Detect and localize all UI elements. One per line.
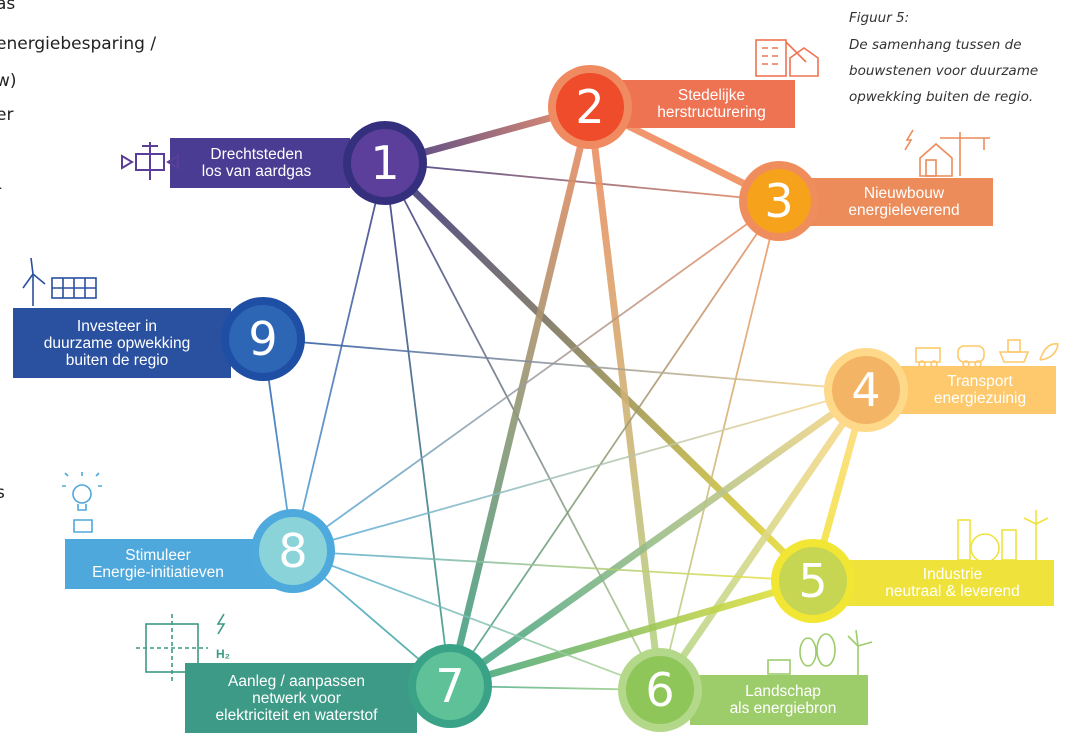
house-crane-icon — [904, 129, 990, 177]
label-box-6 — [690, 675, 868, 725]
figure-caption-line: opwekking buiten de regio. — [849, 89, 1034, 105]
connection-line-5-8 — [292, 550, 814, 582]
gas-valve-icon — [121, 142, 179, 180]
label-box-7 — [185, 663, 417, 733]
label-box-1 — [170, 138, 350, 188]
node-number-5: 5 — [798, 554, 828, 608]
node-number-8: 8 — [278, 524, 308, 578]
connection-line-1-8 — [292, 162, 386, 552]
connection-line-2-7 — [446, 103, 594, 690]
hydrogen-label: H₂ — [216, 647, 230, 661]
node-label-line: Drechtsteden — [210, 146, 303, 163]
node-label-line: Nieuwbouw — [863, 185, 945, 202]
grid-hydrogen-icon — [136, 613, 226, 682]
cut-off-body-text-line: w) — [0, 71, 17, 91]
node-number-4: 4 — [851, 363, 881, 417]
node-number-6: 6 — [645, 663, 675, 717]
windmill-solar-icon — [22, 257, 97, 306]
node-circle-1 — [351, 129, 419, 197]
label-box-5 — [844, 560, 1054, 606]
building-renovation-icon — [755, 39, 819, 77]
cut-off-body-text-line: energiebesparing / — [0, 34, 157, 54]
node-circle-4 — [832, 356, 900, 424]
node-label-line: Energie-initiatieven — [92, 564, 224, 581]
node-label-line: Stimuleer — [125, 547, 191, 564]
connection-line-1-6 — [384, 162, 661, 691]
figure-caption-line: De samenhang tussen de — [849, 37, 1022, 53]
node-label-line: neutraal & leverend — [885, 583, 1020, 600]
connection-line-3-7 — [449, 200, 780, 687]
cut-off-body-text-line: - — [0, 178, 2, 198]
connection-line-6-8 — [292, 550, 661, 691]
cut-off-body-text-line: as — [0, 0, 16, 14]
node-circle-5 — [779, 547, 847, 615]
node-label-line: Investeer in — [76, 317, 158, 335]
node-label-line: buiten de regio — [65, 351, 169, 369]
label-box-8 — [65, 539, 285, 589]
cut-off-body-text-line: s — [0, 483, 5, 503]
node-circle-8 — [259, 517, 327, 585]
node-label-line: Landschap — [745, 683, 821, 700]
node-label-line: elektriciteit en waterstof — [215, 706, 378, 724]
node-label-line: energiezuinig — [933, 390, 1027, 407]
connection-line-2-6 — [586, 103, 664, 694]
node-number-9: 9 — [248, 312, 278, 366]
label-box-9 — [13, 308, 231, 378]
node-label-line: Transport — [947, 373, 1013, 390]
node-label-line: Aanleg / aanpassen — [227, 672, 366, 690]
node-number-3: 3 — [764, 174, 794, 228]
lightbulb-hand-icon — [62, 472, 102, 533]
connection-line-4-8 — [292, 389, 867, 552]
node-label-line: duurzame opwekking — [43, 334, 191, 352]
label-boxes — [13, 80, 1056, 733]
connection-line-1-5 — [381, 159, 817, 585]
figure-caption-label: Figuur 5: — [849, 10, 910, 26]
connection-line-4-9 — [262, 338, 867, 391]
node-label-line: los van aardgas — [201, 163, 312, 180]
connection-line-3-8 — [292, 200, 780, 552]
cut-off-body-text-line: er — [0, 105, 14, 125]
connection-line-4-6 — [656, 386, 870, 694]
node-number-1: 1 — [370, 136, 400, 190]
transport-vehicles-icon — [915, 339, 1059, 368]
node-label-line: Industrie — [922, 566, 983, 583]
node-circle-9 — [229, 305, 297, 373]
landscape-windmill-icon — [767, 629, 873, 676]
connection-line-1-7 — [384, 162, 451, 687]
node-label-line: als energiebron — [729, 700, 837, 717]
connection-line-3-6 — [659, 200, 780, 691]
label-box-2 — [620, 80, 795, 128]
node-circle-6 — [626, 656, 694, 724]
industry-plant-icon — [957, 510, 1049, 563]
node-label-line: Stedelijke — [677, 87, 746, 104]
node-label-line: energieleverend — [848, 202, 960, 219]
node-circle-2 — [556, 73, 624, 141]
figure-caption-line: bouwstenen voor duurzame — [849, 63, 1039, 79]
number-circles — [221, 65, 908, 732]
label-box-3 — [810, 178, 993, 226]
connection-line-5-7 — [446, 577, 817, 690]
node-circle-7 — [416, 652, 484, 720]
node-label-line: netwerk voor — [252, 689, 341, 707]
node-number-2: 2 — [575, 80, 605, 134]
node-number-7: 7 — [435, 659, 465, 713]
node-label-line: herstructurering — [657, 104, 766, 121]
connection-line-1-3 — [384, 162, 780, 202]
label-box-4 — [898, 366, 1056, 414]
node-circle-3 — [747, 169, 811, 233]
